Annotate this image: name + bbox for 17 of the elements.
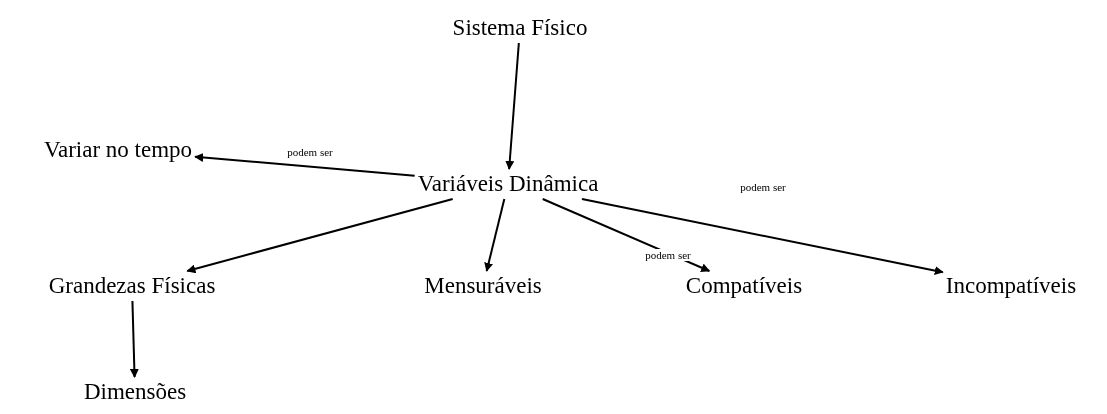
node-label: Variar no tempo <box>40 135 196 165</box>
edge-label: podem ser <box>286 146 334 158</box>
edge-label: podem ser <box>739 181 787 193</box>
arrow <box>186 198 454 274</box>
edge-label: podem ser <box>644 249 692 261</box>
node-label: Mensuráveis <box>421 271 545 301</box>
node-label: Variáveis Dinâmica <box>414 169 602 199</box>
arrow <box>484 198 506 272</box>
node-label: Incompatíveis <box>942 271 1080 301</box>
node-label: Grandezas Físicas <box>45 271 219 301</box>
node-label: Sistema Físico <box>449 13 591 43</box>
arrow <box>580 198 944 275</box>
node-label: Compatíveis <box>682 271 806 301</box>
arrow <box>129 300 139 378</box>
node-label: Dimensões <box>80 377 190 407</box>
arrow <box>505 42 520 170</box>
arrow <box>194 152 416 177</box>
